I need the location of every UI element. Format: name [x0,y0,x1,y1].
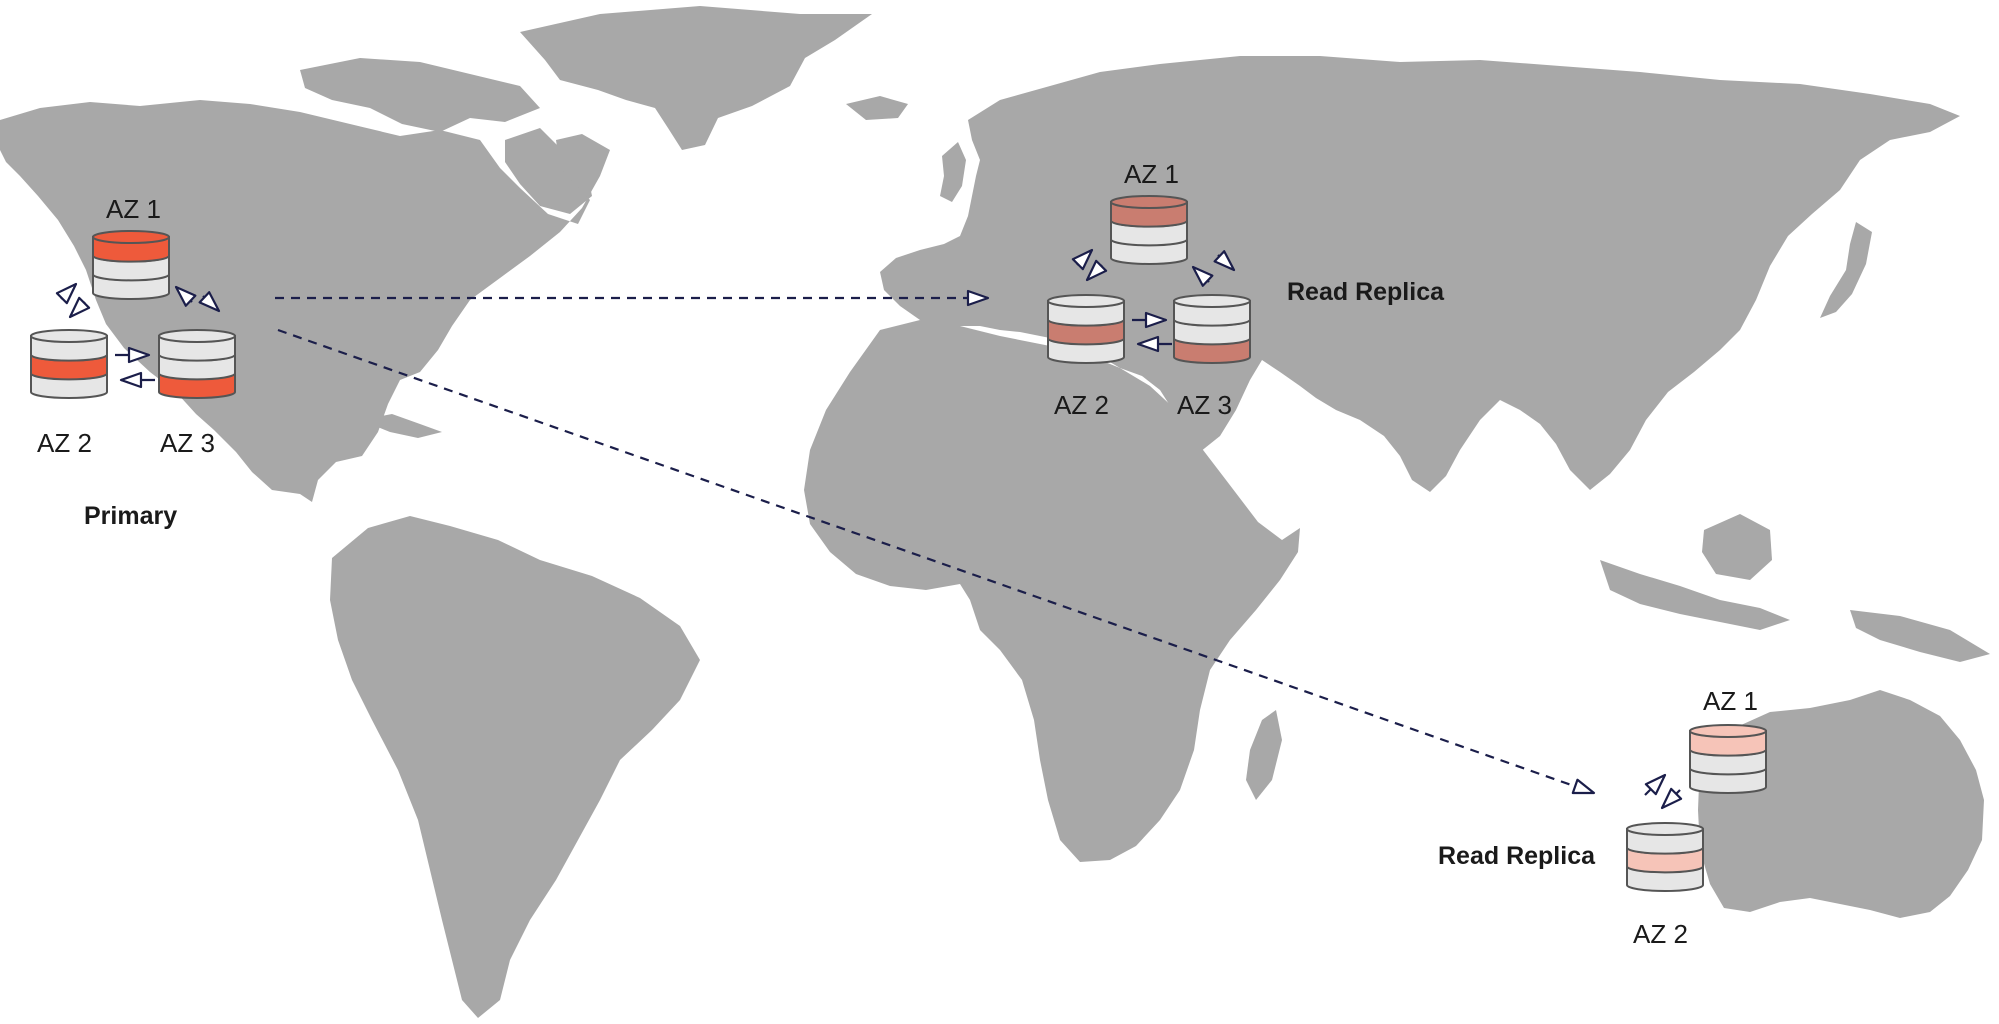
japan-shape [1820,222,1872,318]
region-role-label: Primary [84,502,177,530]
database-icon [1689,724,1767,794]
database-icon [1173,294,1251,364]
az-label: AZ 2 [37,428,92,458]
database-icon [158,329,236,399]
replication-arrow-to-australia [277,328,1596,795]
region-primary: AZ 1 AZ 2 AZ 3 Primary [30,194,236,530]
database-icon [1047,294,1125,364]
az-label: AZ 1 [1124,159,1179,189]
caribbean-shape [360,414,442,438]
sync-arrows [1071,248,1236,353]
australia-shape [1698,690,1984,918]
database-cap [1110,195,1188,209]
region-role-label: Read Replica [1287,278,1445,306]
database-icon [1626,822,1704,892]
replication-links [275,289,1596,795]
az-label: AZ 3 [1177,390,1232,420]
az-label: AZ 2 [1633,919,1688,949]
africa-shape [804,320,1300,862]
indonesia-shape [1600,560,1790,630]
region-read-replica-australia: AZ 1 AZ 2 Read Replica [1438,686,1767,949]
borneo-shape [1702,514,1772,580]
database-icon [1110,195,1188,265]
sync-arrows [55,282,221,389]
az-label: AZ 2 [1054,390,1109,420]
greenland-shape [520,6,872,150]
region-read-replica-europe: AZ 1 AZ 2 AZ 3 Read Replica [1047,159,1445,420]
sync-arrows [1644,773,1683,810]
madagascar-shape [1246,710,1282,800]
eurasia-shape [880,56,1960,492]
database-cap [158,329,236,343]
north-america-shape [0,100,610,502]
south-america-shape [330,516,700,1018]
az-label: AZ 1 [1703,686,1758,716]
baffin-island-shape [505,128,592,214]
database-cap [1626,822,1704,836]
database-icon [30,329,108,399]
database-cap [1689,724,1767,738]
arctic-islands-shape [300,58,540,132]
iceland-shape [846,96,908,120]
az-label: AZ 1 [106,194,161,224]
database-icon [92,230,170,300]
database-cap [1047,294,1125,308]
database-cap [30,329,108,343]
region-role-label: Read Replica [1438,842,1596,870]
new-guinea-shape [1850,610,1990,662]
british-isles-shape [940,142,966,202]
database-cap [1173,294,1251,308]
az-label: AZ 3 [160,428,215,458]
database-cap [92,230,170,244]
world-map [0,6,1990,1018]
